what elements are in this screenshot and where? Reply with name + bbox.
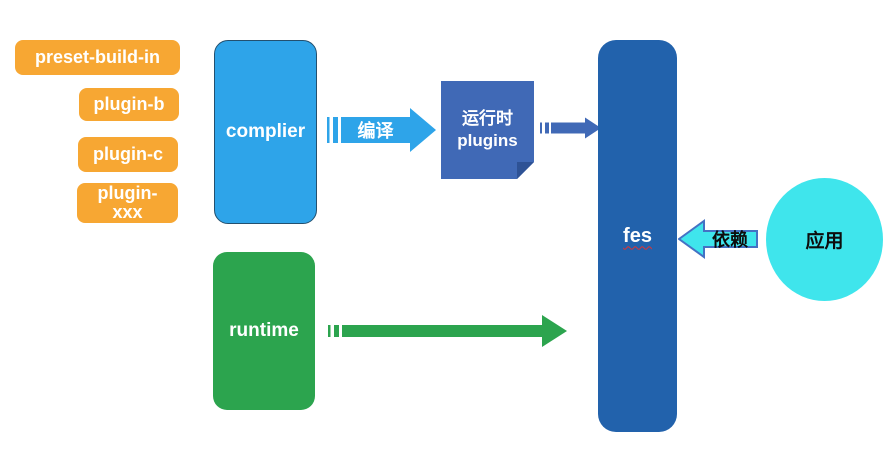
runtime-label: runtime [229,320,299,341]
striped-right-arrow-icon [540,117,601,139]
striped-right-arrow-icon [327,108,436,152]
compiler-block: complier [214,40,317,224]
depend-arrow-label: 依赖 [712,230,748,250]
depend-arrow: 依赖 [678,219,759,259]
runtime-plugins-line1: 运行时 [462,109,513,128]
chip-label: preset-build-in [35,47,160,67]
plugins-to-fes-arrow [540,117,602,139]
runtime-block: runtime [213,252,315,410]
runtime-plugins-text: 运行时 plugins [441,81,534,179]
striped-right-arrow-icon [328,315,567,347]
chip-label: plugin-xxx [97,183,158,222]
compile-arrow: 编译 [327,107,437,153]
compiler-label: complier [225,121,306,142]
runtime-plugins-box: 运行时 plugins [441,81,534,179]
app-ellipse: 应用 [766,178,883,301]
runtime-to-fes-arrow [328,314,568,348]
fes-label: fes [623,224,652,247]
chip-plugin-xxx: plugin-xxx [77,183,178,223]
chip-plugin-c: plugin-c [78,137,178,172]
chip-label: plugin-b [93,94,165,114]
chip-preset-build-in: preset-build-in [15,40,180,75]
app-label: 应用 [805,231,844,252]
fes-block: fes [598,40,677,432]
chip-plugin-b: plugin-b [79,88,179,121]
left-arrow-icon [678,219,758,259]
runtime-plugins-line2: plugins [457,131,518,150]
chip-label: plugin-c [93,144,163,164]
compile-arrow-label: 编译 [357,121,394,141]
